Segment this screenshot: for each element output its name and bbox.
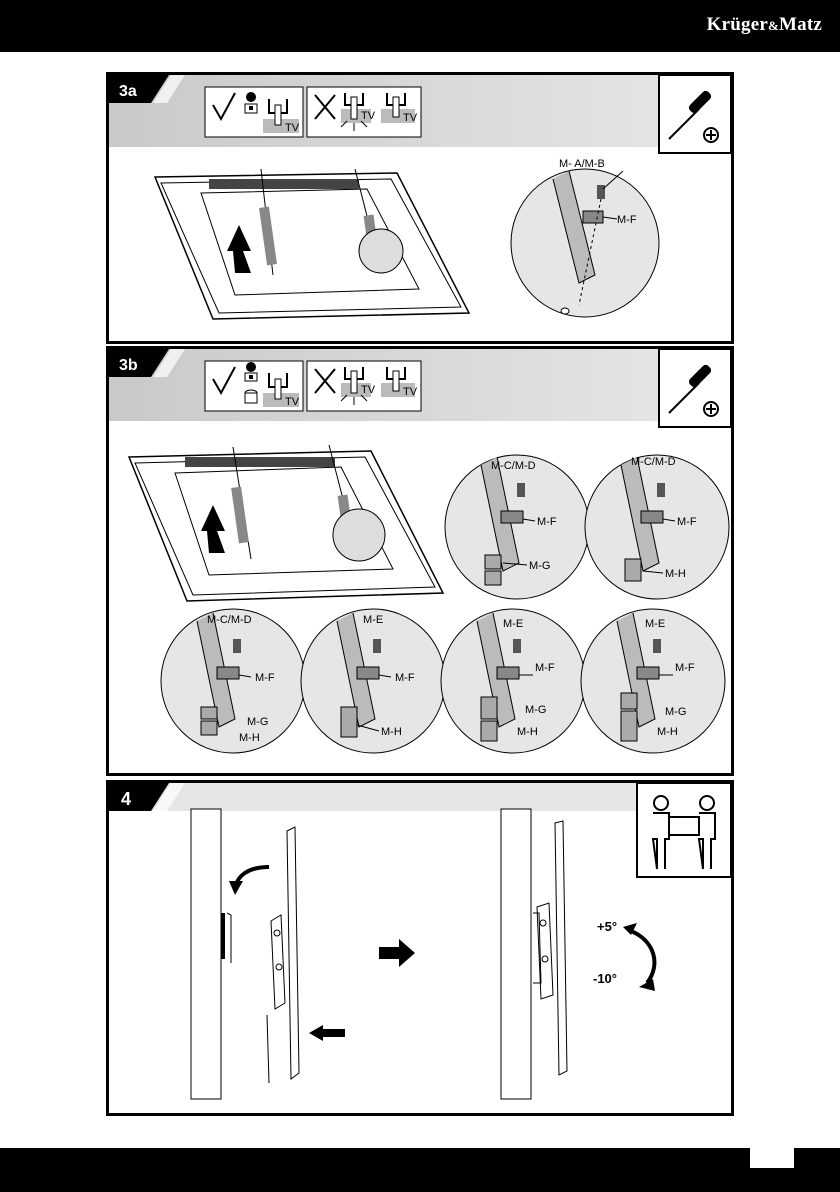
tilt-up-label: +5° bbox=[597, 919, 617, 934]
wall-left bbox=[191, 809, 221, 1099]
phillips-head-icon bbox=[704, 128, 718, 142]
detail-callout-2: M-C/M-D M-F M-H bbox=[585, 455, 729, 599]
push-arrow-icon bbox=[309, 1025, 345, 1041]
label-spacer-h: M-H bbox=[239, 732, 260, 744]
label-screw: M-E bbox=[645, 618, 665, 630]
label-washer: M-F bbox=[255, 672, 275, 684]
detail-callout-4: M-E M-F M-H bbox=[301, 609, 445, 753]
tool-box bbox=[659, 349, 731, 427]
label-screw: M-E bbox=[503, 618, 523, 630]
brand-logo: Krüger&Matz bbox=[707, 14, 822, 36]
tv-back-illustration bbox=[155, 169, 469, 319]
label-spacer-g: M-G bbox=[247, 716, 268, 728]
label-spacer-h: M-H bbox=[657, 726, 678, 738]
tv-side-right bbox=[533, 821, 567, 1075]
label-spacer-g: M-G bbox=[665, 706, 686, 718]
tool-box bbox=[659, 75, 731, 153]
label-spacer: M-H bbox=[665, 568, 686, 580]
label-spacer: M-G bbox=[529, 560, 550, 572]
detail-callout: M- A/M-B M-F bbox=[511, 158, 659, 317]
vent-area bbox=[209, 179, 359, 189]
label-screw: M- A/M-B bbox=[559, 158, 605, 170]
tv-tag: TV bbox=[361, 384, 376, 396]
detail-callout-6: M-E M-F M-G M-H bbox=[581, 609, 725, 753]
wall-plate-left bbox=[221, 913, 231, 963]
tv-tag: TV bbox=[403, 386, 418, 398]
page-number-box bbox=[750, 1148, 794, 1168]
label-screw: M-C/M-D bbox=[631, 456, 676, 468]
tv-side-left bbox=[267, 827, 299, 1083]
detail-callout-5: M-E M-F M-G M-H bbox=[441, 609, 585, 753]
tv-tag: TV bbox=[403, 112, 418, 124]
label-washer: M-F bbox=[395, 672, 415, 684]
footer-bar bbox=[0, 1148, 840, 1192]
label-screw: M-C/M-D bbox=[207, 614, 252, 626]
detail-zoom-circle bbox=[333, 509, 385, 561]
next-arrow-icon bbox=[379, 939, 415, 967]
wrong-usage-box: TV TV bbox=[307, 87, 421, 137]
label-spacer-g: M-G bbox=[525, 704, 546, 716]
tilt-arrow-icon bbox=[631, 931, 654, 983]
detail-callout-1: M-C/M-D M-F M-G bbox=[445, 455, 589, 599]
label-spacer: M-H bbox=[381, 726, 402, 738]
step-3b-panel: 3b TV TV TV bbox=[106, 346, 734, 776]
label-screw: M-C/M-D bbox=[491, 460, 536, 472]
label-washer: M-F bbox=[617, 214, 637, 226]
step-number: 3a bbox=[119, 83, 137, 100]
correct-usage-box: TV bbox=[205, 361, 303, 411]
wall-right bbox=[501, 809, 531, 1099]
detail-zoom-circle bbox=[359, 229, 403, 273]
vent-area bbox=[185, 457, 335, 467]
step-header-band bbox=[109, 783, 639, 811]
correct-usage-box: TV bbox=[205, 87, 303, 137]
two-person-lift-icon bbox=[637, 783, 731, 877]
tilt-indicator: +5° -10° bbox=[593, 919, 655, 991]
step-number: 3b bbox=[119, 357, 138, 374]
detail-callout-3: M-C/M-D M-F M-G M-H bbox=[161, 609, 305, 753]
label-washer: M-F bbox=[677, 516, 697, 528]
hang-arrow-head bbox=[229, 881, 243, 895]
step-4-panel: 4 +5° -10° bbox=[106, 780, 734, 1116]
label-screw: M-E bbox=[363, 614, 383, 626]
phillips-head-icon bbox=[704, 402, 718, 416]
tv-tag: TV bbox=[285, 396, 300, 408]
wrong-usage-box: TV TV bbox=[307, 361, 421, 411]
label-washer: M-F bbox=[675, 662, 695, 674]
tv-back-illustration bbox=[129, 445, 443, 601]
step-3a-panel: 3a TV TV TV bbox=[106, 72, 734, 344]
label-washer: M-F bbox=[537, 516, 557, 528]
tilt-down-label: -10° bbox=[593, 971, 617, 986]
tv-tag: TV bbox=[285, 122, 300, 134]
header-bar: Krüger&Matz bbox=[0, 0, 840, 52]
label-washer: M-F bbox=[535, 662, 555, 674]
step-number: 4 bbox=[121, 789, 131, 809]
label-spacer-h: M-H bbox=[517, 726, 538, 738]
tv-tag: TV bbox=[361, 110, 376, 122]
